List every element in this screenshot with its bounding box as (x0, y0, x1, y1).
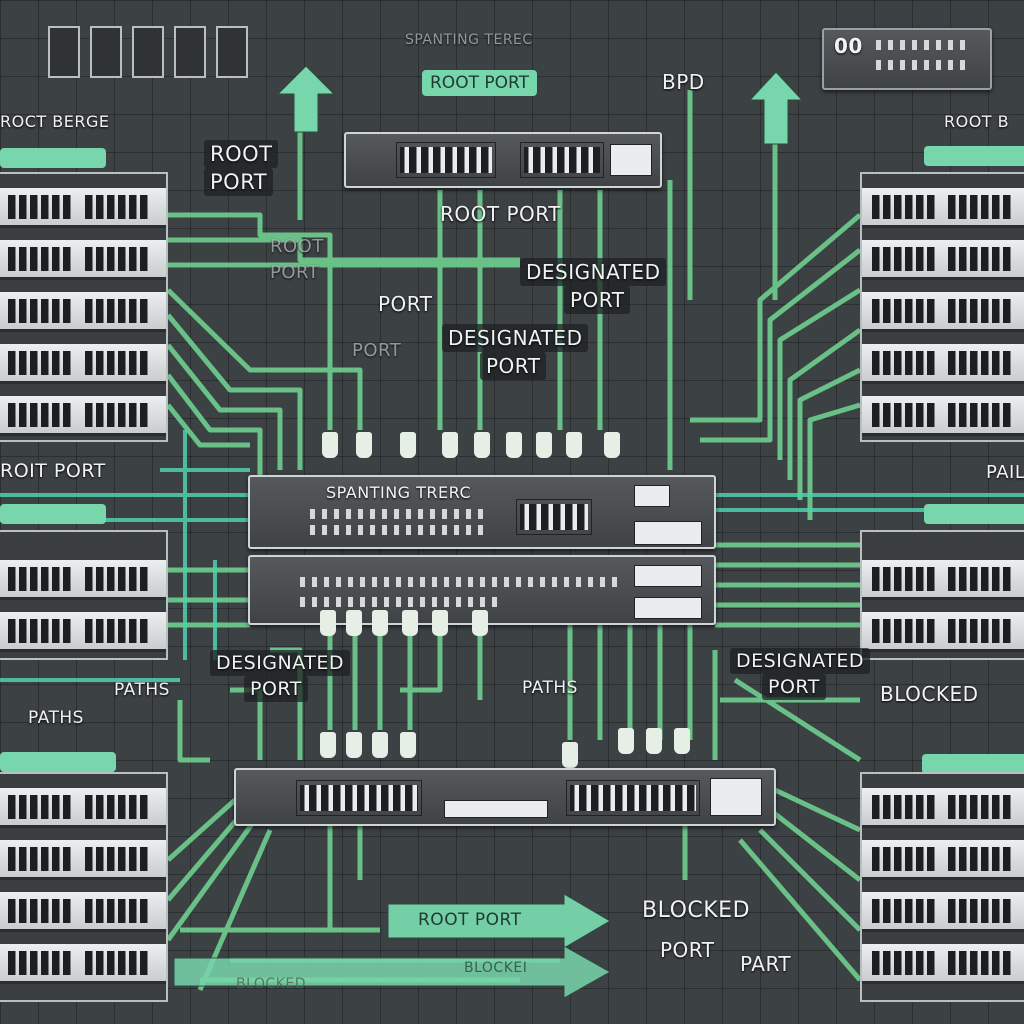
port-bank (516, 499, 592, 535)
blocked-port-label: BLOCKED (880, 682, 979, 706)
root-bridge-label-right: ROOT B (944, 112, 1010, 131)
designated-port-label: PORT (244, 676, 308, 702)
root-port-label: ROOT PORT (440, 202, 561, 226)
paths-label: PATHS (28, 708, 84, 728)
switch-rack-mid-left (0, 530, 168, 660)
up-arrow-icon (748, 71, 804, 145)
switch-rack-top-right (860, 172, 1024, 442)
port-label: PORT (378, 292, 433, 316)
port-label: PORT (660, 938, 715, 962)
paths-label: PATHS (114, 680, 170, 700)
topology-thumbnail-1 (48, 26, 80, 78)
topology-thumbnail-2 (90, 26, 122, 78)
access-switch-bottom (234, 768, 776, 826)
blocked-arrow-label: BLOCKEI (464, 960, 528, 976)
topology-thumbnail-4 (174, 26, 206, 78)
root-port-tag: ROOT PORT (422, 70, 537, 96)
designated-port-label: DESIGNATED (520, 258, 667, 286)
root-bridge-switch (344, 132, 662, 188)
panel-digits: 00 (834, 34, 863, 58)
designated-port-label: PORT (480, 352, 547, 380)
port-bank (566, 780, 700, 816)
port-bank (520, 142, 604, 178)
port-bank (296, 780, 422, 816)
right-arrow-icon (173, 945, 612, 999)
switch-rack-bottom-right (860, 772, 1024, 1002)
blocked-port-label: BLOCKED (642, 898, 751, 923)
core-switch-title: SPANTING TRERC (326, 483, 472, 502)
blocked-faint-label: BLOCKED (236, 976, 307, 992)
paths-label: PATHS (522, 678, 578, 698)
switch-rack-top-left (0, 172, 168, 442)
root-port-arrow-label: ROOT PORT (418, 910, 522, 930)
up-arrow-icon (276, 65, 336, 133)
path-label: PAIL (986, 462, 1024, 483)
designated-port-label: DESIGNATED (210, 650, 350, 676)
designated-port-label: DESIGNATED (730, 648, 870, 674)
faint-port-label: PORT (352, 340, 402, 361)
designated-port-label: PORT (564, 286, 631, 314)
part-label: PART (740, 952, 792, 976)
bpdu-label: BPD (662, 70, 705, 94)
root-port-label: PORT (204, 168, 274, 196)
top-right-panel: 00 (822, 28, 992, 90)
faint-root-label: ROOT (270, 236, 324, 257)
designated-port-label: PORT (762, 674, 826, 700)
root-port-label: ROIT PORT (0, 460, 106, 482)
root-bridge-label-left: ROCT BERGE (0, 112, 110, 131)
port-bank (396, 142, 496, 178)
switch-rack-bottom-left (0, 772, 168, 1002)
faint-port-label: PORT (270, 262, 320, 283)
designated-port-label: DESIGNATED (442, 324, 589, 352)
right-arrow-icon (387, 893, 611, 949)
header-faint-text: SPANTING TEREC (405, 32, 533, 48)
root-port-label: ROOT (204, 140, 279, 168)
spanning-tree-core-switch: SPANTING TRERC (248, 475, 716, 549)
topology-thumbnail-5 (216, 26, 248, 78)
switch-rack-mid-right (860, 530, 1024, 660)
topology-thumbnail-3 (132, 26, 164, 78)
